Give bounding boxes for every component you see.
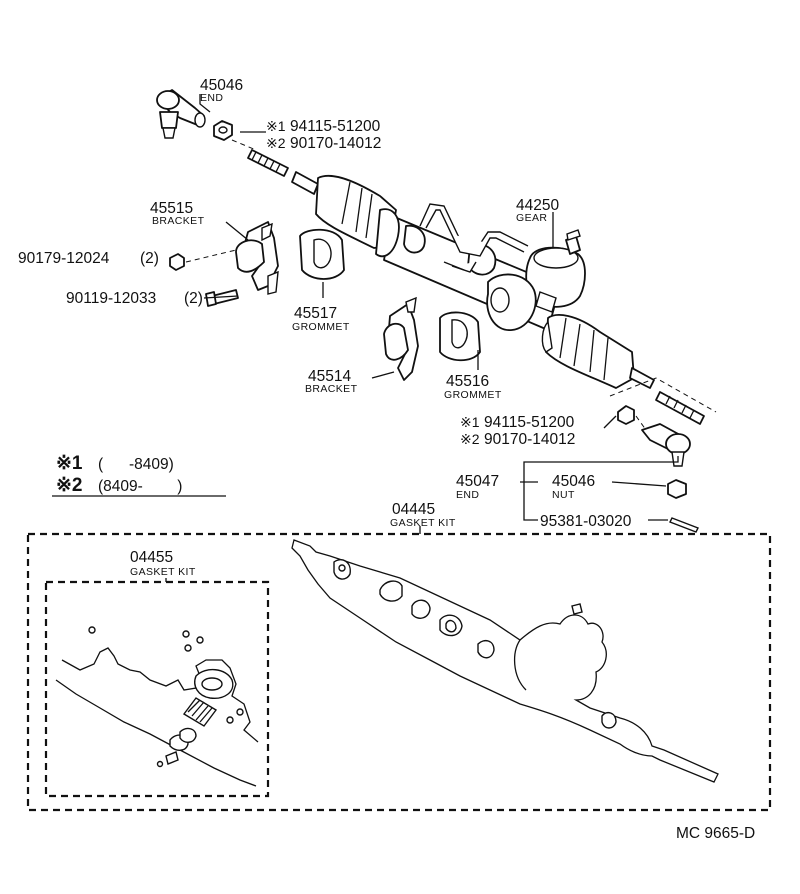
threaded-end-upper — [247, 149, 289, 177]
label-grommet-45516: 45516 GROMMET — [444, 373, 502, 401]
label-bolt-90119: 90119-12033 (2) — [66, 290, 203, 307]
label-nut-45046: 45046 NUT — [552, 473, 595, 501]
part-name: BRACKET — [152, 215, 205, 227]
legend-mark-2: ※2 — [56, 475, 83, 496]
bracket-45514 — [383, 296, 419, 381]
nut-45046-lower — [667, 479, 687, 499]
part-name: GEAR — [516, 212, 547, 224]
label-nut-upper: ※1 94115-51200 ※2 90170-14012 — [266, 118, 381, 152]
part-name: NUT — [552, 489, 575, 501]
diagram-code: MC 9665-D — [676, 825, 755, 842]
label-bracket-45514: 45514 BRACKET — [305, 368, 358, 395]
part-name: END — [200, 92, 223, 104]
part-number: 90119-12033 — [66, 290, 156, 307]
label-bracket-45515: 45515 BRACKET — [150, 200, 205, 227]
leader-lines — [165, 94, 717, 582]
label-end-45047: 45047 END — [456, 473, 499, 501]
part-name: GASKET KIT — [390, 517, 456, 529]
part-number: 45516 — [446, 373, 489, 390]
part-number: 45514 — [308, 368, 351, 385]
label-end-upper: 45046 END — [200, 77, 243, 104]
mark: ※2 — [266, 135, 286, 151]
qty: (2) — [184, 290, 203, 307]
part-number: 44250 — [516, 197, 559, 214]
tie-rod-end-lower — [641, 423, 691, 467]
part-number: 45046 — [200, 77, 243, 94]
mark: ※2 — [460, 431, 480, 447]
mark: ※1 — [460, 414, 480, 430]
nut-lower — [617, 405, 635, 425]
label-nut-lower: ※1 94115-51200 ※2 90170-14012 — [460, 414, 575, 448]
part-number: 94115-51200 — [290, 118, 381, 135]
mark: ※1 — [266, 118, 286, 134]
part-number: 95381-03020 — [540, 513, 632, 530]
part-number: 90170-14012 — [290, 135, 381, 152]
qty: (2) — [140, 250, 159, 267]
part-number: 04455 — [130, 549, 173, 566]
gasket-kit-04455-box: 04455 GASKET KIT — [44, 549, 270, 798]
part-number: 45047 — [456, 473, 499, 490]
part-number: 45515 — [150, 200, 193, 217]
part-number: 94115-51200 — [484, 414, 575, 431]
part-number: 45046 — [552, 473, 595, 490]
legend-range-2: (8409- ) — [98, 478, 182, 495]
label-gasket-kit-04445: 04445 GASKET KIT — [390, 501, 456, 529]
legend: ※1 ( -8409) ※2 (8409- ) — [52, 453, 226, 497]
nut-upper — [213, 120, 233, 141]
nut-90179 — [169, 253, 185, 271]
label-pin-95381: 95381-03020 — [540, 513, 632, 530]
threaded-end-lower — [655, 391, 705, 425]
part-name: GASKET KIT — [130, 566, 196, 578]
grommet-45517 — [299, 228, 345, 280]
cotter-pin — [669, 517, 699, 533]
part-number: 90179-12024 — [18, 250, 110, 267]
tie-rod-end-upper — [156, 89, 206, 139]
label-nut-90179: 90179-12024 (2) — [18, 250, 159, 267]
part-name: BRACKET — [305, 383, 358, 395]
legend-mark-1: ※1 — [56, 453, 83, 474]
grommet-45516 — [439, 311, 481, 362]
bracket-45515 — [235, 221, 279, 295]
label-gear: 44250 GEAR — [516, 197, 559, 224]
part-name: GROMMET — [292, 321, 350, 333]
gasket-kit-04445-box — [26, 532, 772, 812]
part-number: 90170-14012 — [484, 431, 575, 448]
part-number: 45517 — [294, 305, 337, 322]
steering-gear-assembly — [291, 171, 655, 389]
part-name: END — [456, 489, 479, 501]
label-grommet-45517: 45517 GROMMET — [292, 305, 350, 333]
legend-range-1: ( -8409) — [98, 456, 174, 473]
part-name: GROMMET — [444, 389, 502, 401]
part-number: 04445 — [392, 501, 435, 518]
